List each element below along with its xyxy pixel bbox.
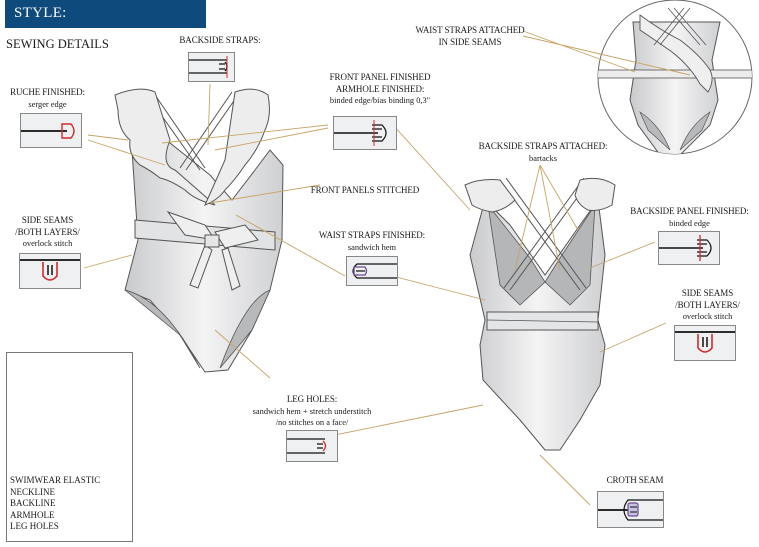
legend-item: NECKLINE [10, 486, 55, 497]
callout-detail: overlock stitch [682, 312, 733, 321]
seam-diagram-side-seams-right [674, 325, 736, 361]
seam-diagram-side-seams-left [19, 253, 81, 289]
callout-front-panels-stitched: FRONT PANELS STITCHED [305, 185, 425, 197]
callout-detail-line1: sandwich hem + stretch understitch [252, 406, 372, 416]
callout-side-seams-left: SIDE SEAMS /BOTH LAYERS/ overlock stitch [5, 215, 90, 250]
seam-diagram-leg-holes [286, 430, 338, 462]
seam-diagram-backside-panel [658, 231, 720, 265]
seam-diagram-backside-straps [188, 52, 235, 82]
callout-title-line1: WAIST STRAPS ATTACHED [415, 25, 525, 35]
callout-detail: binded edge/bias binding 0,3" [329, 96, 431, 105]
callout-ruche-finished: RUCHE FINISHED: serger edge [5, 87, 90, 110]
style-header-bar: STYLE: [5, 0, 206, 28]
callout-backside-straps: BACKSIDE STRAPS: [175, 35, 265, 47]
seam-diagram-croth [597, 491, 664, 528]
callout-croth-seam: CROTH SEAM [595, 475, 675, 487]
callout-waist-straps-attached: WAIST STRAPS ATTACHED IN SIDE SEAMS [410, 25, 530, 48]
callout-backside-straps-attached: BACKSIDE STRAPS ATTACHED: bartacks [468, 141, 618, 164]
callout-side-seams-right: SIDE SEAMS /BOTH LAYERS/ overlock stitch [665, 288, 750, 323]
elastic-legend-list: SWIMWEAR ELASTIC NECKLINE BACKLINE ARMHO… [10, 475, 100, 533]
callout-detail: overlock stitch [22, 239, 73, 248]
callout-title: RUCHE FINISHED: [10, 87, 85, 97]
callout-title: WAIST STRAPS FINISHED: [318, 230, 426, 240]
style-label: STYLE: [14, 5, 67, 21]
callout-title: BACKSIDE STRAPS ATTACHED: [478, 141, 608, 151]
back-view-swimsuit [464, 177, 616, 451]
legend-item: SWIMWEAR ELASTIC [10, 475, 101, 485]
callout-title: BACKSIDE PANEL FINISHED: [630, 206, 749, 216]
callout-front-panel-finished: FRONT PANEL FINISHED ARMHOLE FINISHED: b… [300, 72, 460, 107]
callout-title: LEG HOLES: [286, 394, 338, 404]
front-right-ruffle [204, 88, 270, 206]
back-right-ruffle [574, 177, 616, 211]
legend-item: ARMHOLE [10, 509, 55, 520]
waist-strap-detail-circle [597, 0, 753, 155]
callout-title-line2: /BOTH LAYERS/ [15, 226, 80, 237]
front-view-swimsuit [114, 88, 284, 373]
seam-diagram-waist-straps [346, 256, 398, 286]
callout-title-line2: IN SIDE SEAMS [438, 36, 502, 47]
callout-title-line2: /BOTH LAYERS/ [675, 299, 740, 310]
legend-item: LEG HOLES [10, 521, 59, 531]
callout-detail: binded edge [669, 218, 710, 228]
section-title: SEWING DETAILS [6, 37, 109, 51]
callout-title: FRONT PANELS STITCHED [310, 185, 420, 195]
callout-title-line1: SIDE SEAMS [681, 288, 734, 298]
callout-title: BACKSIDE STRAPS: [179, 35, 261, 45]
callout-leg-holes: LEG HOLES: sandwich hem + stretch unders… [232, 394, 392, 429]
seam-diagram-ruche [20, 113, 82, 148]
callout-detail: sandwich hem [347, 242, 397, 252]
callout-detail-line2: /no stitches on a face/ [275, 418, 349, 427]
seam-diagram-front-panel [333, 116, 397, 150]
callout-title-line2: ARMHOLE FINISHED: [335, 83, 425, 94]
elastic-legend-box [6, 352, 133, 542]
callout-title: CROTH SEAM [606, 475, 664, 485]
callout-waist-straps-finished: WAIST STRAPS FINISHED: sandwich hem [312, 230, 432, 253]
callout-title-line1: SIDE SEAMS [21, 215, 74, 225]
front-left-ruffle [114, 88, 216, 206]
legend-item: BACKLINE [10, 498, 56, 508]
back-left-ruffle [464, 179, 516, 213]
callout-detail: bartacks [529, 153, 557, 163]
callout-detail: serger edge [28, 99, 67, 109]
callout-title-line1: FRONT PANEL FINISHED [329, 72, 431, 82]
callout-backside-panel-finished: BACKSIDE PANEL FINISHED: binded edge [622, 206, 757, 229]
